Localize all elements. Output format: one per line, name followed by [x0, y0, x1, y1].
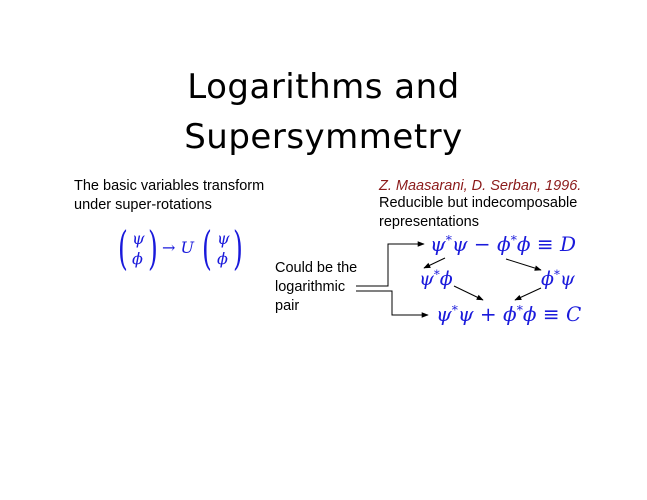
left-paren-close: ): [148, 221, 158, 275]
left-text-line-1: The basic variables transform: [74, 178, 265, 194]
title-line-1: Logarithms and: [187, 67, 460, 107]
right-text-line-1: Reducible but indecomposable: [379, 195, 578, 211]
right-description: Reducible but indecomposable representat…: [379, 194, 577, 232]
left-description: The basic variables transform under supe…: [74, 177, 264, 215]
transform-equation: ( ψ ϕ ) → U ( ψ ϕ ): [118, 221, 248, 276]
citation: Z. Maasarani, D. Serban, 1996.: [379, 178, 582, 194]
right-paren-open: (: [202, 221, 212, 275]
arrow-left-to-c: [453, 285, 484, 301]
slide-title: Logarithms and Supersymmetry: [0, 62, 647, 162]
left-text-line-2: under super-rotations: [74, 197, 212, 213]
logarithmic-pair-note: Could be the logarithmic pair: [275, 259, 357, 316]
transform-operator: → U: [162, 238, 194, 257]
right-paren-close: ): [233, 221, 243, 275]
note-line-1: Could be the: [275, 260, 358, 276]
equation-c: ψ*ψ + ϕ*ϕ ≡ C: [436, 302, 582, 326]
arrow-d-to-right: [505, 258, 542, 271]
note-line-2: logarithmic: [275, 279, 346, 295]
arrow-d-to-left: [423, 257, 446, 269]
note-line-3: pair: [275, 298, 300, 314]
vector-right-bottom: ϕ: [217, 249, 228, 268]
bracket-arrow-upper: [356, 241, 425, 287]
equation-phi-star-psi: ϕ*ψ: [541, 267, 575, 290]
vector-right-top: ψ: [217, 229, 230, 248]
arrow-right-to-c: [514, 287, 542, 301]
vector-left-top: ψ: [132, 229, 145, 248]
right-text-line-2: representations: [379, 214, 479, 230]
title-line-2: Supersymmetry: [184, 117, 463, 157]
equation-d: ψ*ψ − ϕ*ϕ ≡ D: [430, 232, 577, 256]
equation-psi-star-phi: ψ*ϕ: [419, 267, 453, 290]
left-paren-open: (: [118, 221, 128, 275]
vector-left-bottom: ϕ: [132, 249, 143, 268]
bracket-arrow-lower: [356, 290, 429, 318]
